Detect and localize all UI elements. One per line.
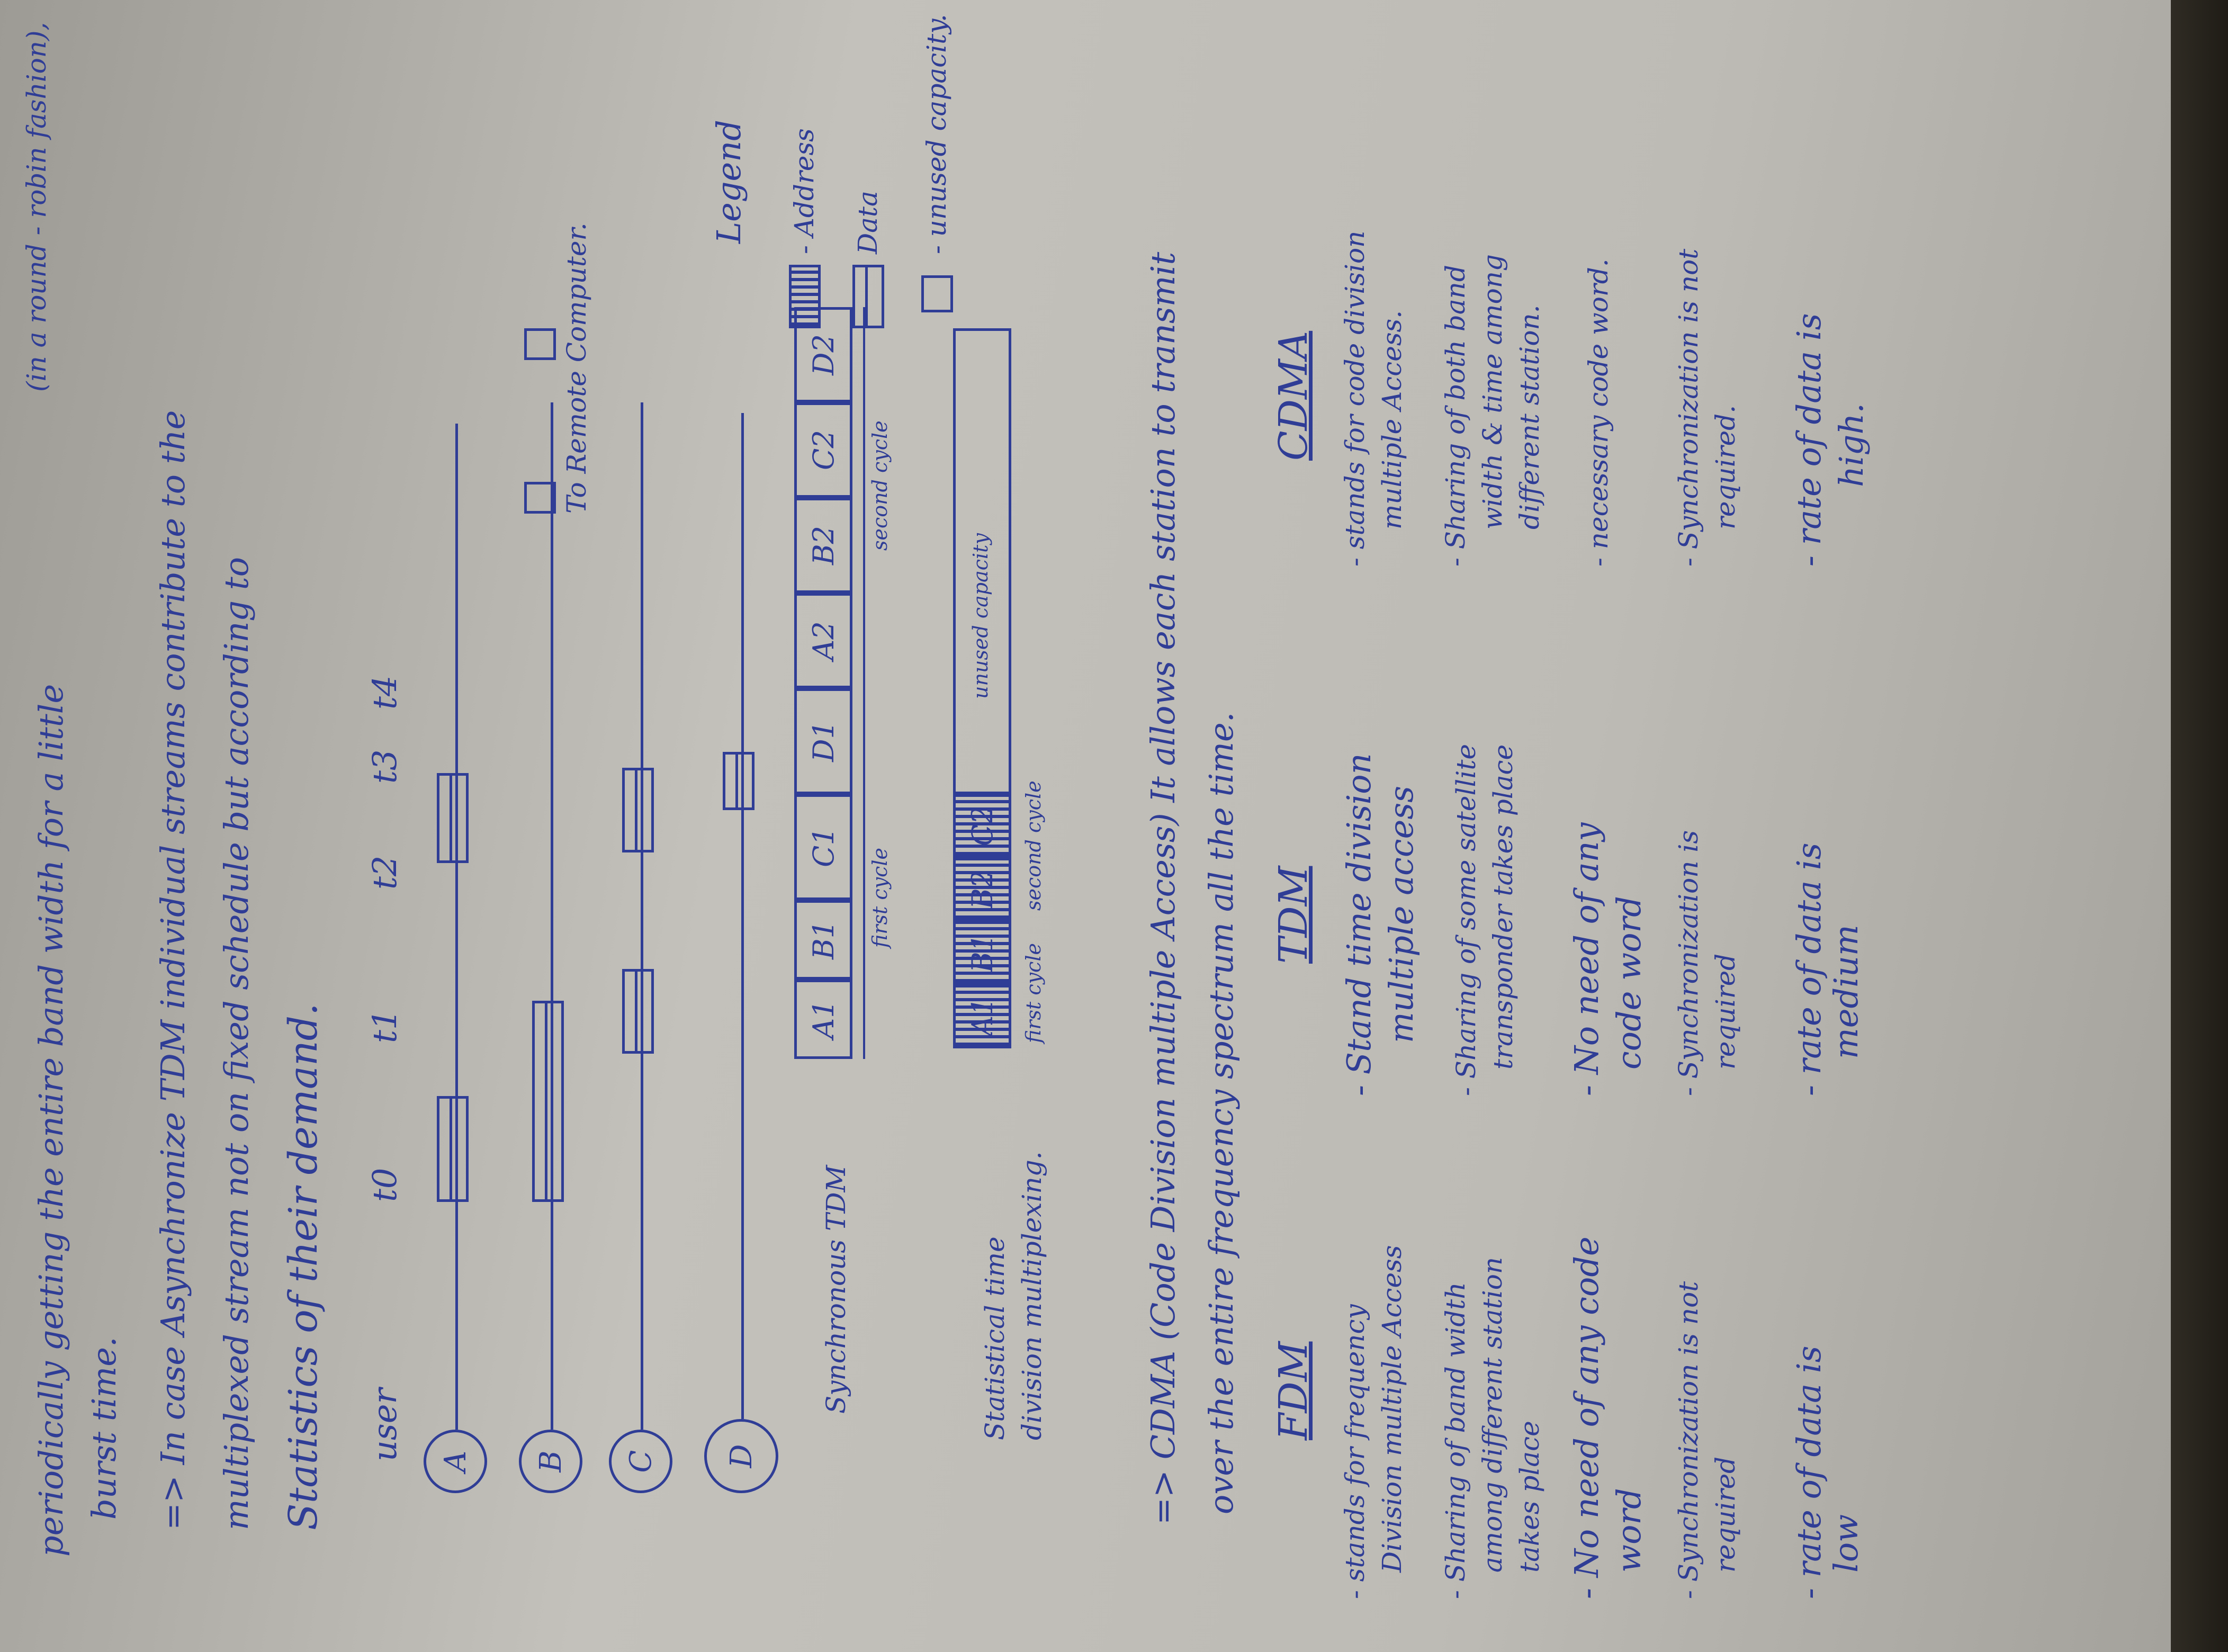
stat-tdm-label-2: division multiplexing. bbox=[1017, 1151, 1047, 1440]
sync-cell-a1: A1 bbox=[794, 980, 852, 1059]
fdm-item: - No need of any code bbox=[1567, 1236, 1606, 1599]
fdm-item: - Sharing of band width bbox=[1440, 1282, 1471, 1599]
tdm-title: TDM bbox=[1271, 866, 1316, 964]
user-label: user bbox=[365, 1388, 404, 1461]
user-b-label: B bbox=[533, 1450, 568, 1473]
user-a-burst-2 bbox=[437, 773, 469, 863]
stat-unused-label: unused capacity bbox=[969, 533, 992, 699]
user-a-label: A bbox=[438, 1450, 473, 1473]
stat-cell-c2: C2 bbox=[953, 794, 1011, 858]
legend-data-swatch bbox=[852, 265, 884, 328]
notebook-page: periodically getting the entire band wid… bbox=[0, 0, 2171, 1652]
tdm-item: - Stand time division bbox=[1340, 753, 1378, 1096]
sync-cell-c1: C1 bbox=[794, 794, 852, 900]
note-line-2: burst time. bbox=[85, 1336, 123, 1520]
sync-tdm-label: Synchronous TDM bbox=[821, 1165, 851, 1414]
cdma-line-2: over the entire frequency spectrum all t… bbox=[1202, 712, 1241, 1514]
time-t3: t3 bbox=[365, 749, 404, 784]
sync-first-cycle-arrow bbox=[863, 688, 865, 1059]
time-t0: t0 bbox=[365, 1168, 404, 1202]
fdm-title: FDM bbox=[1271, 1341, 1316, 1440]
tdm-item: - No need of any bbox=[1567, 822, 1606, 1096]
stat-cell-b2: B2 bbox=[953, 858, 1011, 921]
legend-address-label: - Address bbox=[789, 128, 820, 254]
tdm-item: - Synchronization is bbox=[1673, 830, 1704, 1096]
remote-box bbox=[524, 328, 556, 360]
fdm-item: word bbox=[1610, 1488, 1648, 1573]
fdm-item: - Synchronization is not bbox=[1673, 1281, 1704, 1599]
cdma-title: CDMA bbox=[1271, 330, 1316, 461]
time-t2: t2 bbox=[365, 855, 404, 890]
user-a-circle: A bbox=[424, 1430, 487, 1493]
sync-cell-b1: B1 bbox=[794, 900, 852, 980]
tdm-item: medium bbox=[1827, 924, 1865, 1059]
stat-cell-b1: B1 bbox=[953, 921, 1011, 985]
note-line-5: Statistics of their demand. bbox=[281, 1003, 326, 1531]
mux-box bbox=[524, 482, 556, 514]
time-t4: t4 bbox=[365, 675, 404, 710]
remote-label: To Remote Computer. bbox=[561, 222, 592, 514]
note-line-1: periodically getting the entire band wid… bbox=[32, 684, 70, 1557]
cdma-item: width & time among bbox=[1477, 254, 1508, 529]
fdm-item: low bbox=[1827, 1514, 1865, 1573]
user-d-line bbox=[741, 413, 744, 1419]
sync-cell-d1: D1 bbox=[794, 688, 852, 794]
legend-unused-swatch bbox=[921, 275, 953, 312]
sync-cell-a2: A2 bbox=[794, 593, 852, 688]
user-c-line bbox=[641, 402, 643, 1430]
legend-unused-label: - unused capacity. bbox=[921, 14, 952, 254]
tdm-item: - rate of data is bbox=[1790, 842, 1828, 1096]
legend-data-label: Data bbox=[852, 191, 883, 254]
handwritten-sheet: periodically getting the entire band wid… bbox=[21, 14, 1871, 1599]
cdma-item: different station. bbox=[1514, 304, 1545, 529]
sync-second-cycle-arrow bbox=[863, 307, 865, 688]
user-c-circle: C bbox=[609, 1430, 672, 1493]
cdma-item: - rate of data is bbox=[1790, 313, 1828, 567]
note-line-3: => In case Asynchronize TDM individual s… bbox=[154, 410, 192, 1530]
user-b-burst bbox=[532, 1001, 564, 1202]
note-line-4: multiplexed stream not on fixed schedule… bbox=[217, 556, 256, 1530]
legend-address-swatch bbox=[789, 265, 821, 328]
fdm-item: takes place bbox=[1514, 1421, 1545, 1573]
tdm-item: code word bbox=[1610, 896, 1648, 1070]
fdm-item: - stands for frequency bbox=[1340, 1304, 1370, 1599]
cdma-item: high. bbox=[1832, 402, 1871, 487]
user-c-label: C bbox=[623, 1450, 658, 1473]
cdma-item: required. bbox=[1710, 405, 1741, 529]
user-a-line bbox=[455, 424, 458, 1430]
user-d-circle: D bbox=[704, 1419, 778, 1493]
tdm-item: - Sharing of some satellite bbox=[1451, 743, 1481, 1096]
tdm-item: multiple access bbox=[1382, 786, 1421, 1043]
sync-cell-c2: C2 bbox=[794, 402, 852, 498]
cdma-item: - stands for code division bbox=[1340, 230, 1370, 567]
fdm-item: Division multiple Access bbox=[1377, 1245, 1407, 1573]
sync-cell-b2: B2 bbox=[794, 498, 852, 593]
cdma-item: - necessary code word. bbox=[1583, 258, 1614, 567]
fdm-item: required bbox=[1710, 1456, 1741, 1573]
user-a-burst-1 bbox=[437, 1096, 469, 1202]
user-c-burst-1 bbox=[622, 969, 654, 1054]
stat-first-cycle-label: first cycle bbox=[1022, 942, 1045, 1043]
user-d-burst bbox=[723, 752, 754, 810]
fdm-item: - rate of data is bbox=[1790, 1345, 1828, 1599]
stat-tdm-label-1: Statistical time bbox=[980, 1236, 1010, 1440]
cdma-item: - Synchronization is not bbox=[1673, 248, 1704, 567]
cdma-item: - Sharing of both band bbox=[1440, 265, 1471, 567]
note-line-1-tail: (in a round - robin fashion), bbox=[21, 22, 52, 392]
tdm-item: transponder takes place bbox=[1488, 744, 1519, 1070]
user-c-burst-2 bbox=[622, 768, 654, 852]
user-d-label: D bbox=[724, 1444, 759, 1468]
stat-second-cycle-label: second cycle bbox=[1022, 780, 1045, 911]
user-b-line bbox=[551, 402, 553, 1430]
cdma-line-1: => CDMA (Code Division multiple Access) … bbox=[1144, 252, 1182, 1525]
stat-cell-a1: A1 bbox=[953, 985, 1011, 1048]
cdma-item: multiple Access. bbox=[1377, 310, 1407, 529]
sync-first-cycle-label: first cycle bbox=[868, 847, 892, 948]
tdm-item: required bbox=[1710, 953, 1741, 1070]
time-t1: t1 bbox=[365, 1009, 404, 1043]
fdm-item: among different station bbox=[1477, 1256, 1508, 1573]
legend-title: Legend bbox=[709, 120, 748, 244]
user-b-circle: B bbox=[519, 1430, 582, 1493]
sync-second-cycle-label: second cycle bbox=[868, 420, 892, 551]
